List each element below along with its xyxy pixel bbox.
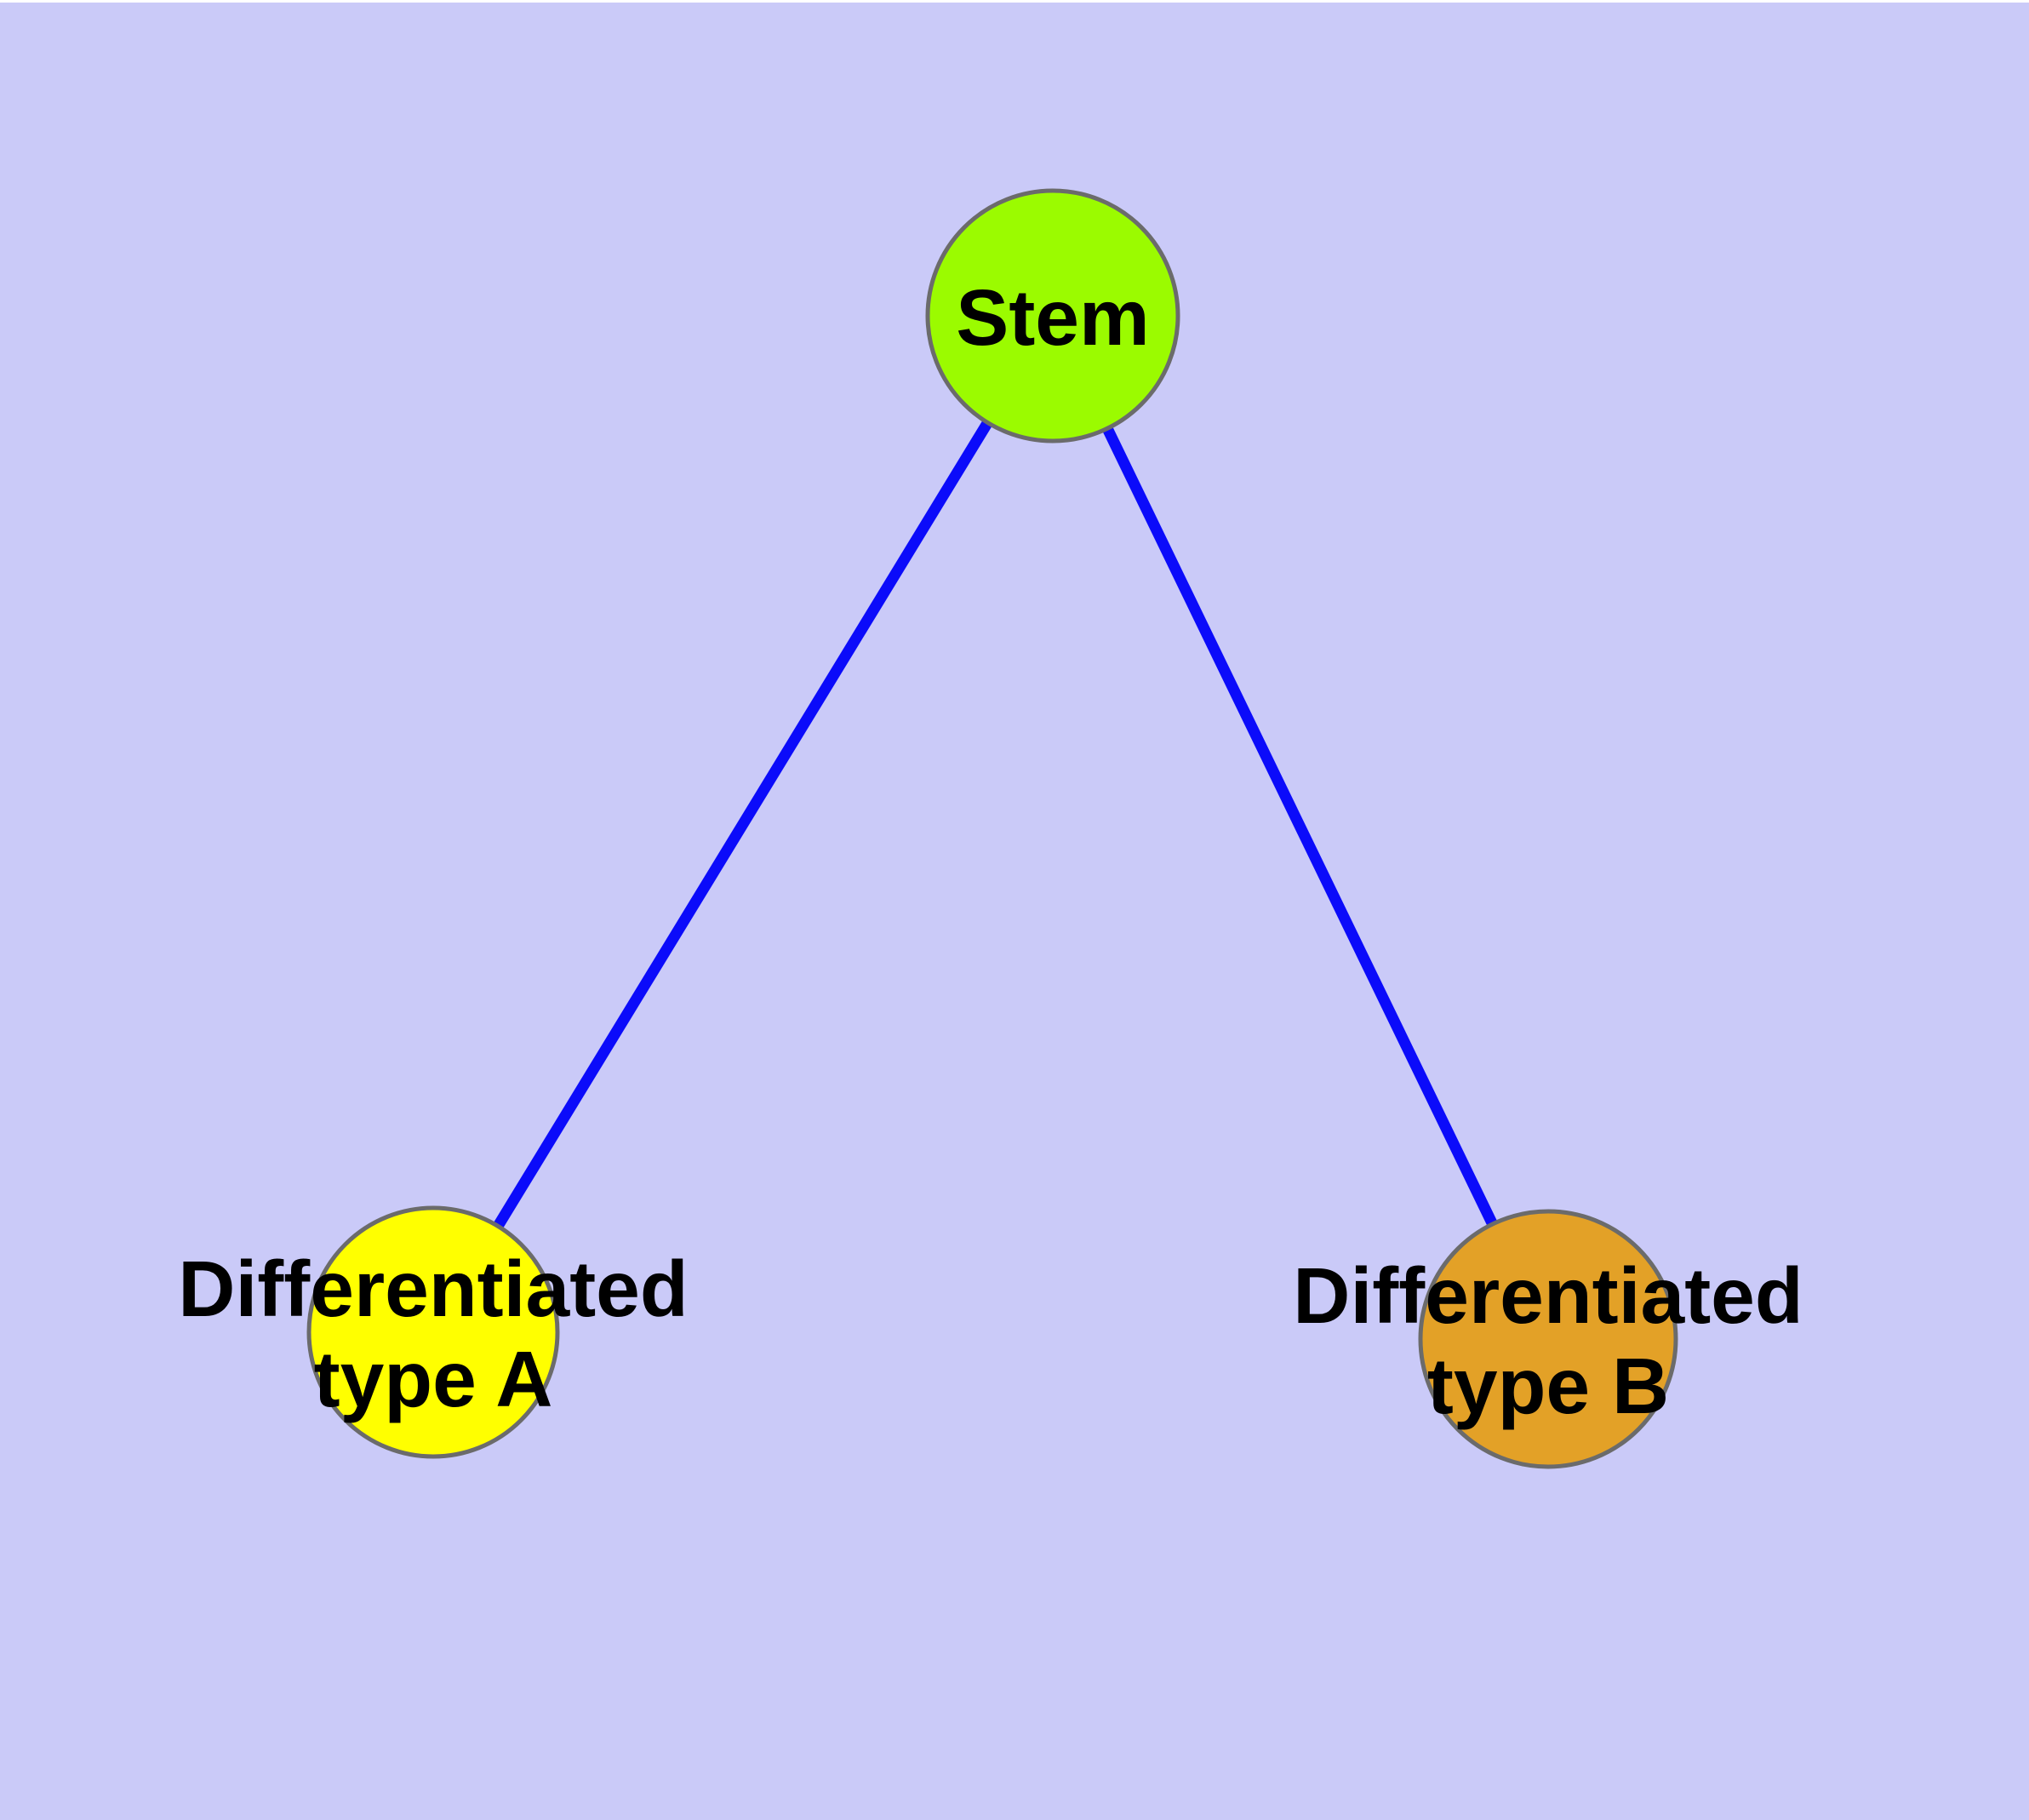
node-differentiated-type-b[interactable] — [1418, 1209, 1678, 1469]
node-stem[interactable] — [925, 188, 1180, 444]
top-margin-strip — [0, 0, 2029, 3]
edge-stem-to-type-a — [428, 312, 1058, 1336]
node-differentiated-type-a[interactable] — [306, 1205, 560, 1459]
edge-stem-to-type-b — [1048, 313, 1553, 1342]
